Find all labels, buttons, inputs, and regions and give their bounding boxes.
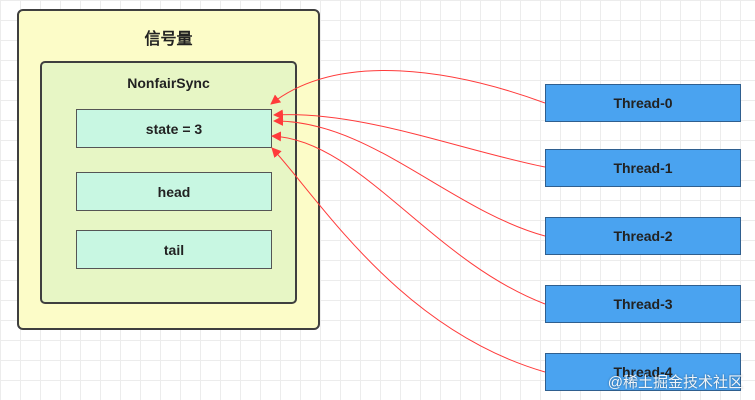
arrow-thread-1 (273, 109, 546, 168)
nonfair-sync-title: NonfairSync (127, 75, 210, 91)
head-field: head (76, 172, 272, 211)
arrow-thread-3 (271, 131, 546, 305)
semaphore-title: 信号量 (144, 31, 193, 48)
thread-1-box: Thread-1 (545, 149, 741, 187)
thread-3-box: Thread-3 (545, 285, 741, 323)
arrow-thread-0 (270, 69, 546, 105)
arrow-thread-4 (271, 147, 546, 373)
thread-2-box: Thread-2 (545, 217, 741, 255)
watermark: @稀土掘金技术社区 (607, 374, 743, 391)
thread-4-box: Thread-4 (545, 353, 741, 391)
arrow-thread-2 (273, 115, 546, 237)
thread-0-box: Thread-0 (545, 84, 741, 122)
state-field: state = 3 (76, 109, 272, 148)
tail-field: tail (76, 230, 272, 269)
